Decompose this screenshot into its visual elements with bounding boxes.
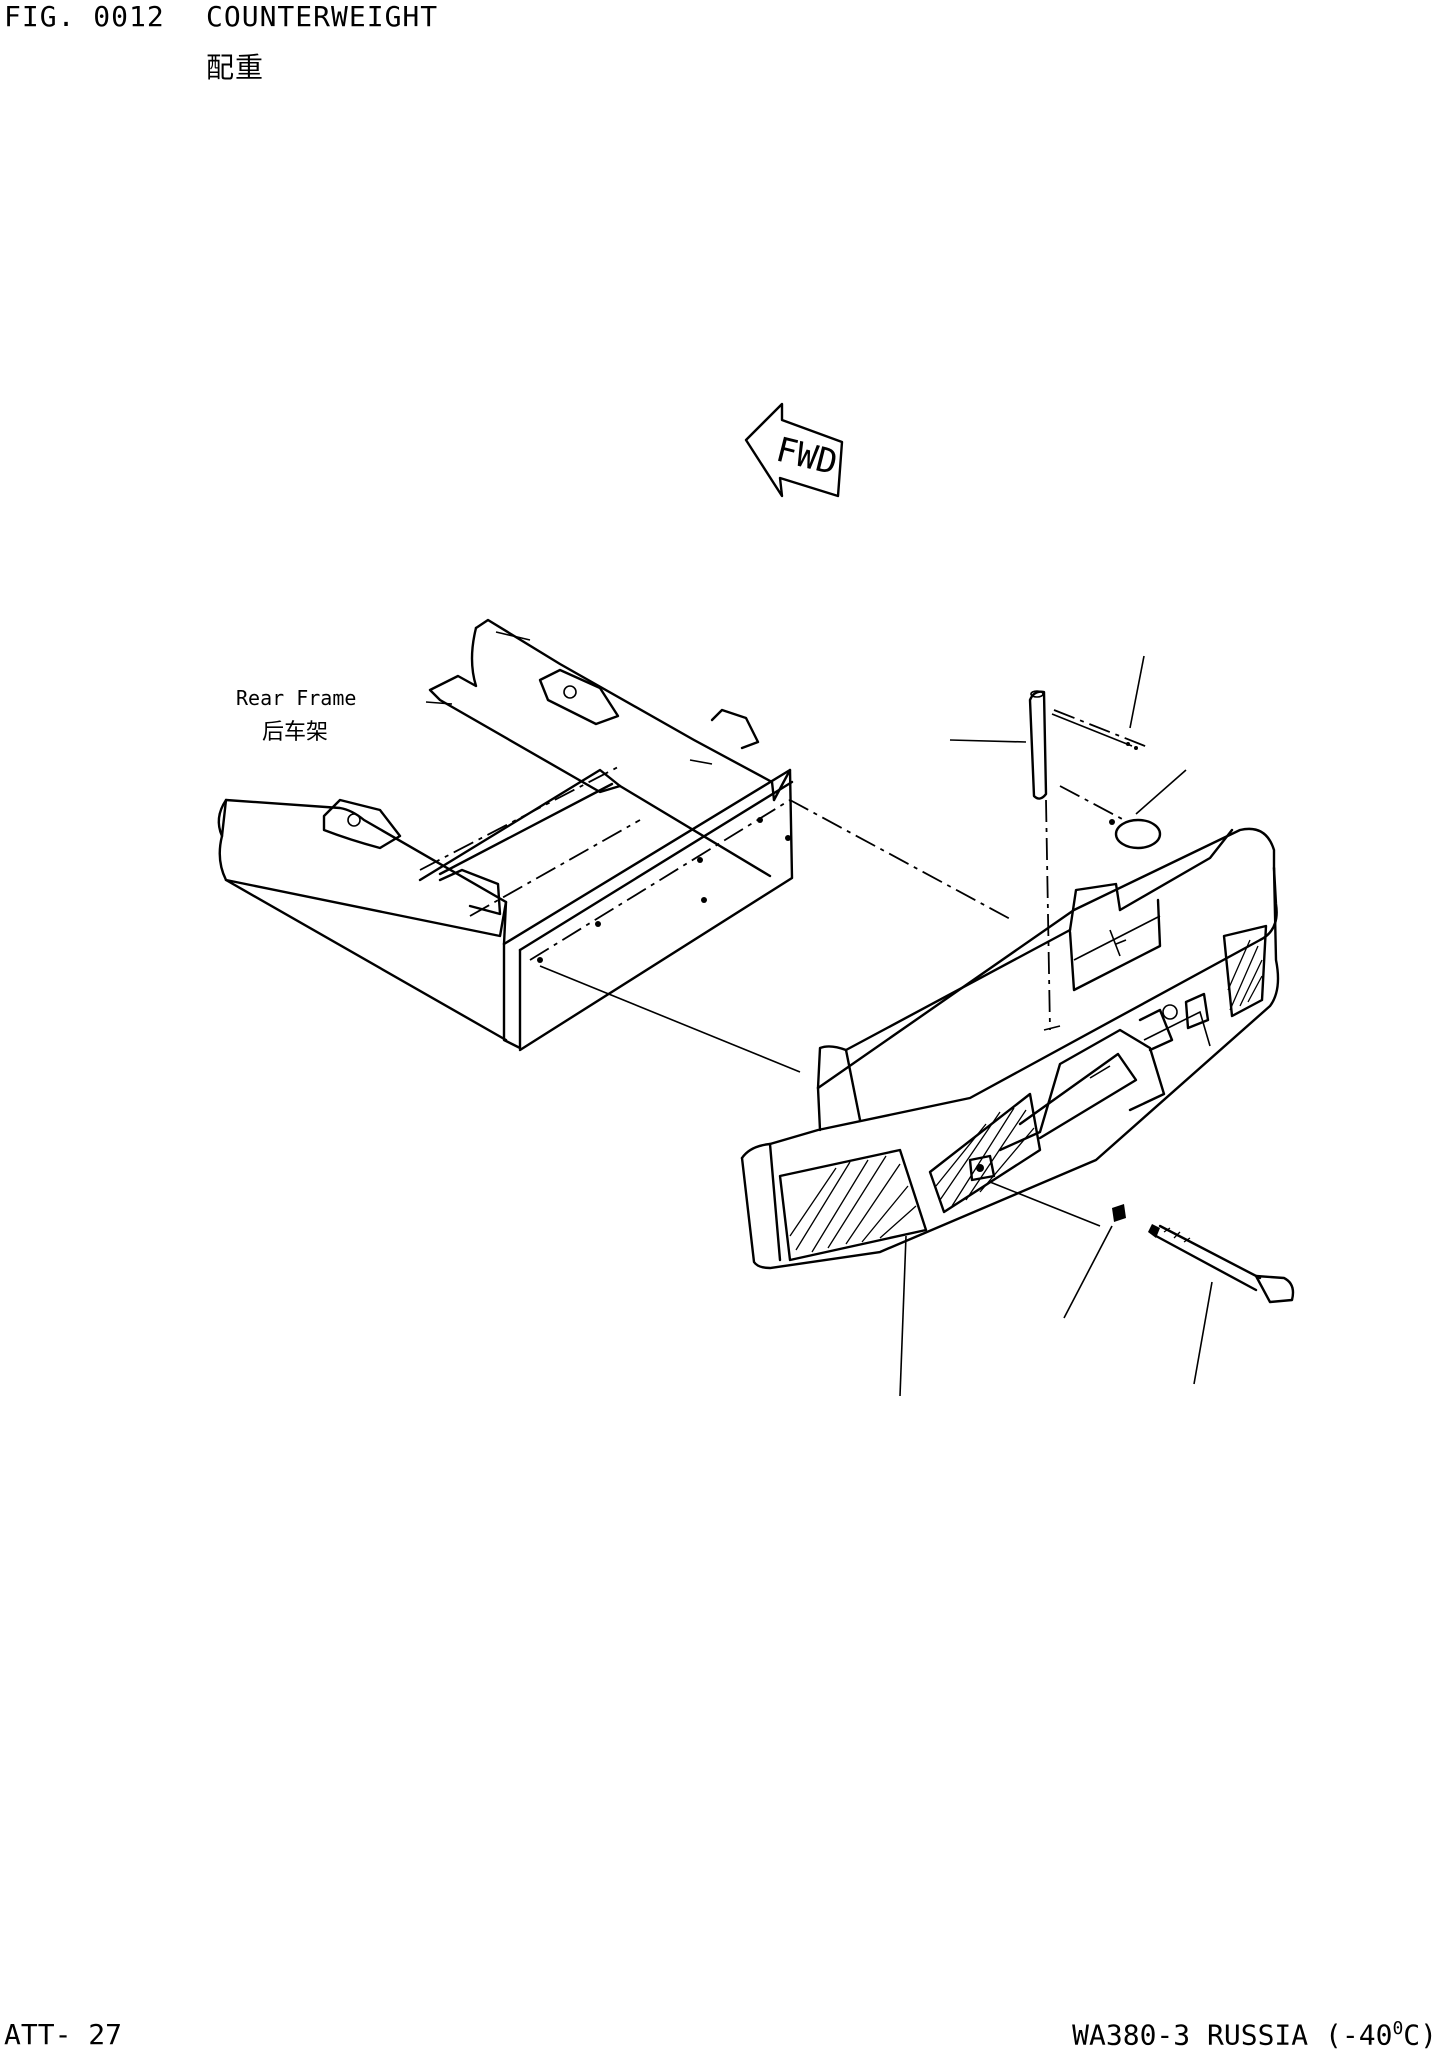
- nut-part: [1112, 1204, 1126, 1222]
- pin-part: [1030, 691, 1138, 799]
- figure-title-chinese: 配重: [206, 51, 265, 84]
- temperature-unit: C): [1403, 2018, 1437, 2052]
- figure-title: COUNTERWEIGHT: [206, 0, 439, 33]
- figure-number: FIG. 0012: [4, 0, 165, 33]
- degree-mark: 0: [1392, 2018, 1404, 2039]
- bolt-part: [1148, 1224, 1293, 1302]
- washer-part: [1109, 819, 1160, 848]
- page-code: ATT- 27: [4, 2018, 123, 2051]
- model-text: WA380-3 RUSSIA (-40: [1072, 2018, 1393, 2052]
- rear-frame-label-chinese: 后车架: [262, 720, 329, 745]
- fwd-arrow-icon: FWD: [746, 404, 842, 496]
- assembly-centerlines: [420, 710, 1150, 1226]
- model-designation: WA380-3 RUSSIA (-400C): [1072, 2018, 1437, 2051]
- rear-frame-label: Rear Frame: [236, 686, 357, 710]
- leader-lines: [900, 656, 1212, 1396]
- counterweight-drawing: [742, 829, 1278, 1268]
- rear-frame-drawing: [219, 620, 792, 1050]
